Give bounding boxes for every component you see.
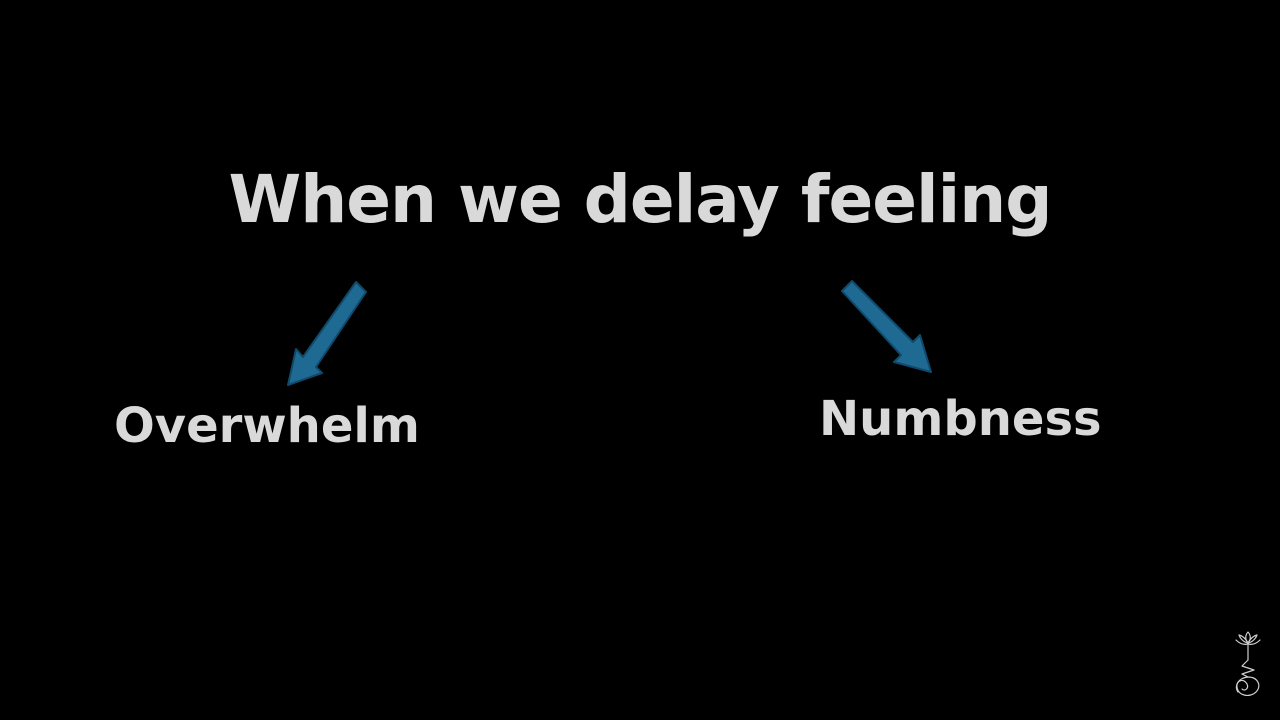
overwhelm-label: Overwhelm [114,398,420,454]
lotus-unalome-icon [1235,631,1261,697]
numbness-label: Numbness [819,391,1102,447]
slide-title: When we delay feeling [228,161,1052,238]
